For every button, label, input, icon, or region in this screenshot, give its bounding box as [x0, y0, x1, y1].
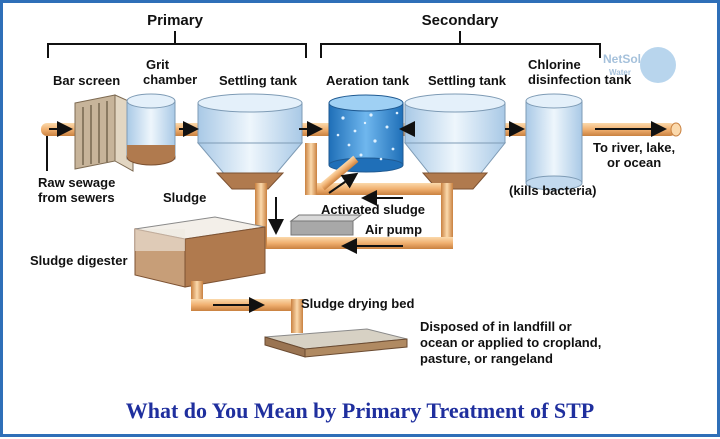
chlorine-disinfection-tank [525, 93, 583, 191]
air-pump-label: Air pump [365, 222, 422, 237]
secondary-settling-tank [403, 93, 507, 190]
sludge-drying-bed-label: Sludge drying bed [301, 296, 414, 311]
chlorine-label-2: disinfection tank [528, 72, 632, 87]
grit-chamber-label-1: Grit [146, 57, 170, 72]
aeration-tank-label: Aeration tank [326, 73, 410, 88]
bar-screen-label: Bar screen [53, 73, 120, 88]
netsol-watermark: NetSol Water [603, 47, 676, 83]
aeration-tank [328, 94, 404, 173]
river-label-1: To river, lake, [593, 140, 675, 155]
sludge-label: Sludge [163, 190, 206, 205]
secondary-settling-label: Settling tank [428, 73, 507, 88]
primary-settling-label: Settling tank [219, 73, 298, 88]
kills-bacteria-label: (kills bacteria) [509, 183, 596, 198]
digester-outlet-pipe [191, 281, 303, 333]
diagram-caption: What do You Mean by Primary Treatment of… [126, 398, 595, 423]
river-label-2: or ocean [607, 155, 661, 170]
air-pump [289, 214, 363, 236]
primary-settling-tank [196, 93, 304, 190]
disposed-label-3: pasture, or rangeland [420, 351, 553, 366]
disposed-label-2: ocean or applied to cropland, [420, 335, 601, 350]
raw-sewage-label-2: from sewers [38, 190, 115, 205]
grit-chamber-label-2: chamber [143, 72, 197, 87]
sludge-drying-bed [264, 328, 408, 358]
svg-text:Water: Water [609, 68, 631, 77]
disposed-label-1: Disposed of in landfill or [420, 319, 572, 334]
activated-sludge-label: Activated sludge [321, 202, 425, 217]
secondary-header: Secondary [422, 12, 499, 29]
bar-screen [74, 94, 134, 172]
chlorine-label-1: Chlorine [528, 57, 581, 72]
sludge-digester [134, 216, 266, 288]
svg-text:NetSol: NetSol [603, 52, 641, 66]
stp-process-diagram: Primary Secondary Bar screen Grit chambe… [30, 12, 682, 423]
secondary-bracket [320, 31, 601, 58]
raw-sewage-label-1: Raw sewage [38, 175, 115, 190]
grit-chamber [126, 93, 176, 166]
primary-bracket [47, 31, 307, 58]
sludge-digester-label: Sludge digester [30, 253, 128, 268]
return-flow-arrows [268, 172, 403, 254]
primary-header: Primary [147, 12, 204, 29]
